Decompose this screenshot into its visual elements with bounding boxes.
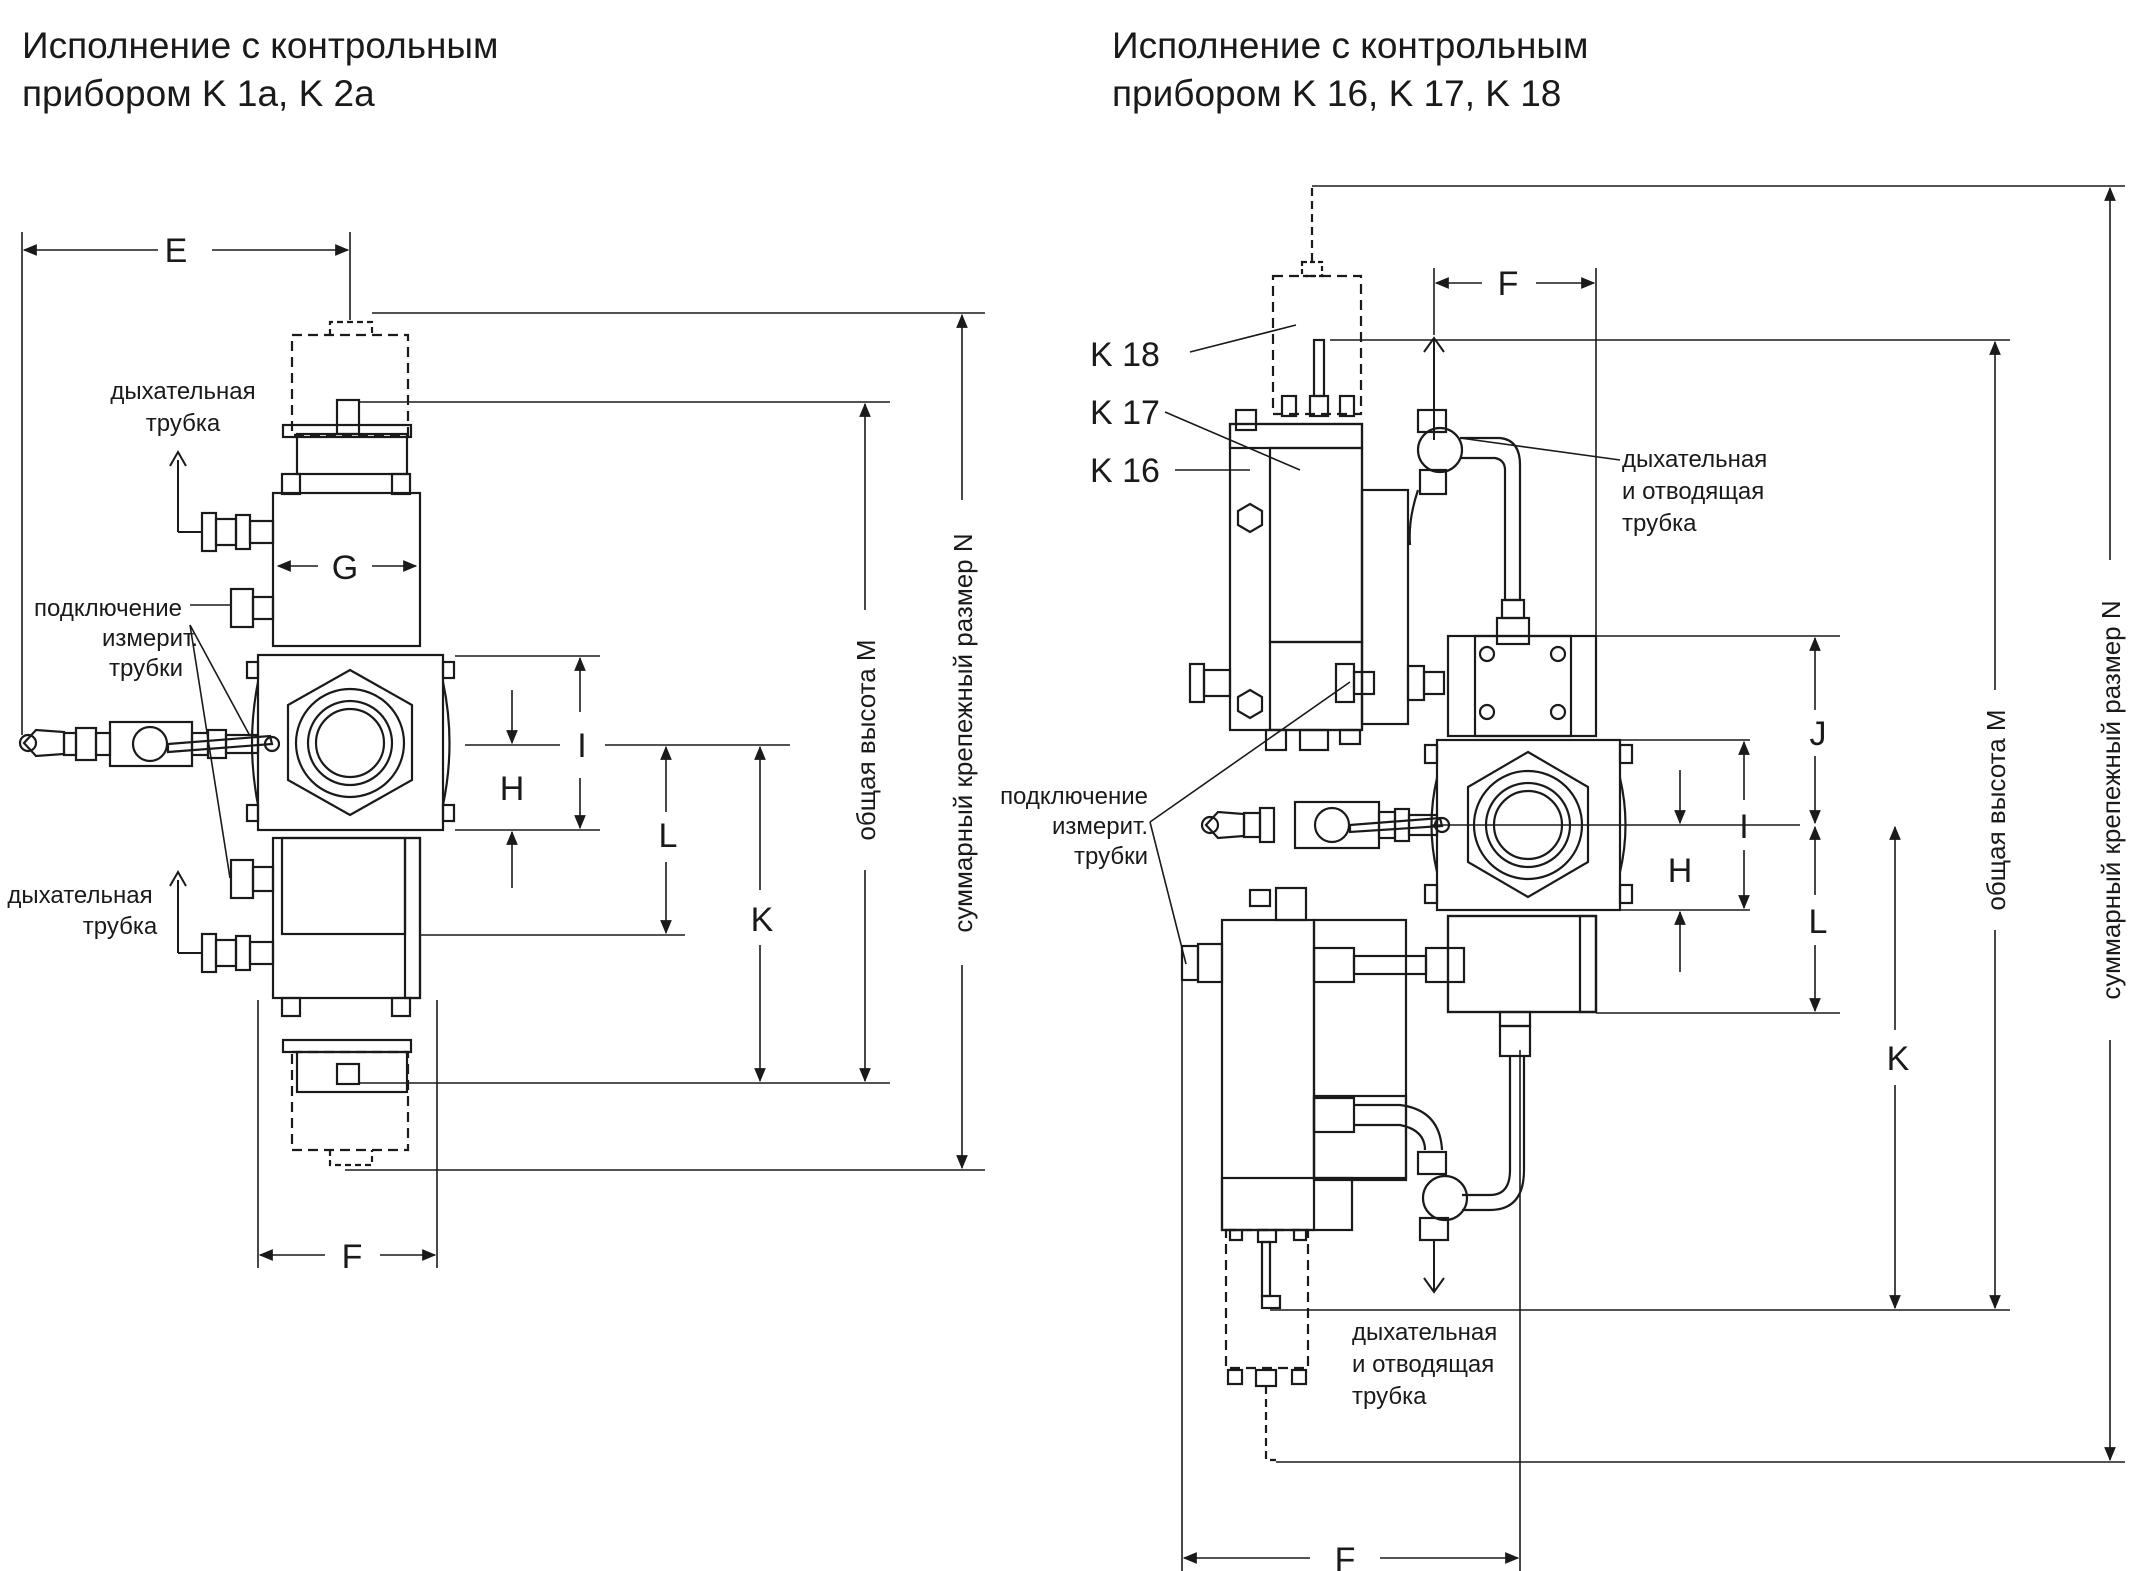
right-dim-l: L [1809,903,1828,941]
right-title-line2: прибором K 16, K 17, K 18 [1112,73,1562,114]
left-central-block [256,653,445,832]
left-drawing [18,320,456,1167]
left-dim-i: I [577,727,586,765]
right-total-height-m: общая высота M [1981,709,2011,910]
left-breath-bot-line2: трубка [83,913,158,940]
left-title-line1: Исполнение с контрольным [22,25,499,66]
right-ref-k16: K 16 [1090,452,1160,490]
left-fitting-3 [229,858,275,900]
right-dim-i: I [1739,808,1748,846]
right-dim-k: K [1887,1040,1910,1078]
left-mount-size-n: суммарный крепежный размер N [948,533,978,932]
right-dimensions [1181,185,2125,1571]
left-conn-line1: подключение [34,595,182,622]
left-dimensions [21,232,985,1268]
right-mount-size-n: суммарный крепежный размер N [2096,600,2126,999]
right-drawing [1149,188,1634,1462]
right-breath-out-bot-line1: дыхательная [1352,1319,1497,1346]
right-dim-h: H [1668,852,1693,890]
right-title-line1: Исполнение с контрольным [1112,25,1589,66]
left-fitting-4 [200,932,275,974]
right-conn-line3: трубки [1074,843,1148,870]
left-ball-valve [18,720,281,768]
right-ref-k18: K 18 [1090,336,1160,374]
left-hex-nut [286,668,414,817]
right-lower-block [1446,914,1598,1014]
left-breath-top-line1: дыхательная [110,378,255,405]
left-dim-l: L [659,817,678,855]
left-upper-block [271,491,422,648]
left-top-cap-dashed [290,333,410,437]
left-dim-e: E [165,232,188,270]
right-lower-module [1220,918,1316,1232]
left-breath-bot-line1: дыхательная [7,882,152,909]
left-title-line2: прибором K 1a, K 2a [22,73,375,114]
right-hex-nut [1466,750,1590,899]
left-conn-line3: трубки [109,655,183,682]
right-breath-out-bot-line3: трубка [1352,1383,1427,1410]
right-ball-valve [1200,800,1451,850]
left-lower-block [271,836,422,1000]
right-conn-line2: измерит. [1052,813,1148,840]
left-dim-h: H [500,770,525,808]
right-dim-f-top: F [1498,265,1519,303]
right-breath-out-top-line3: трубка [1622,510,1697,537]
right-dim-j: J [1810,715,1827,753]
right-breath-out-top-line2: и отводящая [1622,478,1764,505]
right-breath-out-top-line1: дыхательная [1622,446,1767,473]
left-dim-f: F [342,1238,363,1276]
left-conn-line2: измерит. [102,625,198,652]
right-dim-f-bottom: F [1335,1541,1356,1571]
left-top-cap [295,432,409,476]
left-dim-g: G [332,549,358,587]
right-ref-k17: K 17 [1090,394,1160,432]
right-breath-out-bot-line2: и отводящая [1352,1351,1494,1378]
left-total-height-m: общая высота M [851,639,881,840]
left-dim-k: K [751,901,774,939]
left-fitting-1 [200,511,275,553]
right-top-small-block [1446,634,1598,738]
left-fitting-2 [229,587,275,629]
left-breath-top-line2: трубка [146,410,221,437]
right-conn-line1: подключение [1000,783,1148,810]
